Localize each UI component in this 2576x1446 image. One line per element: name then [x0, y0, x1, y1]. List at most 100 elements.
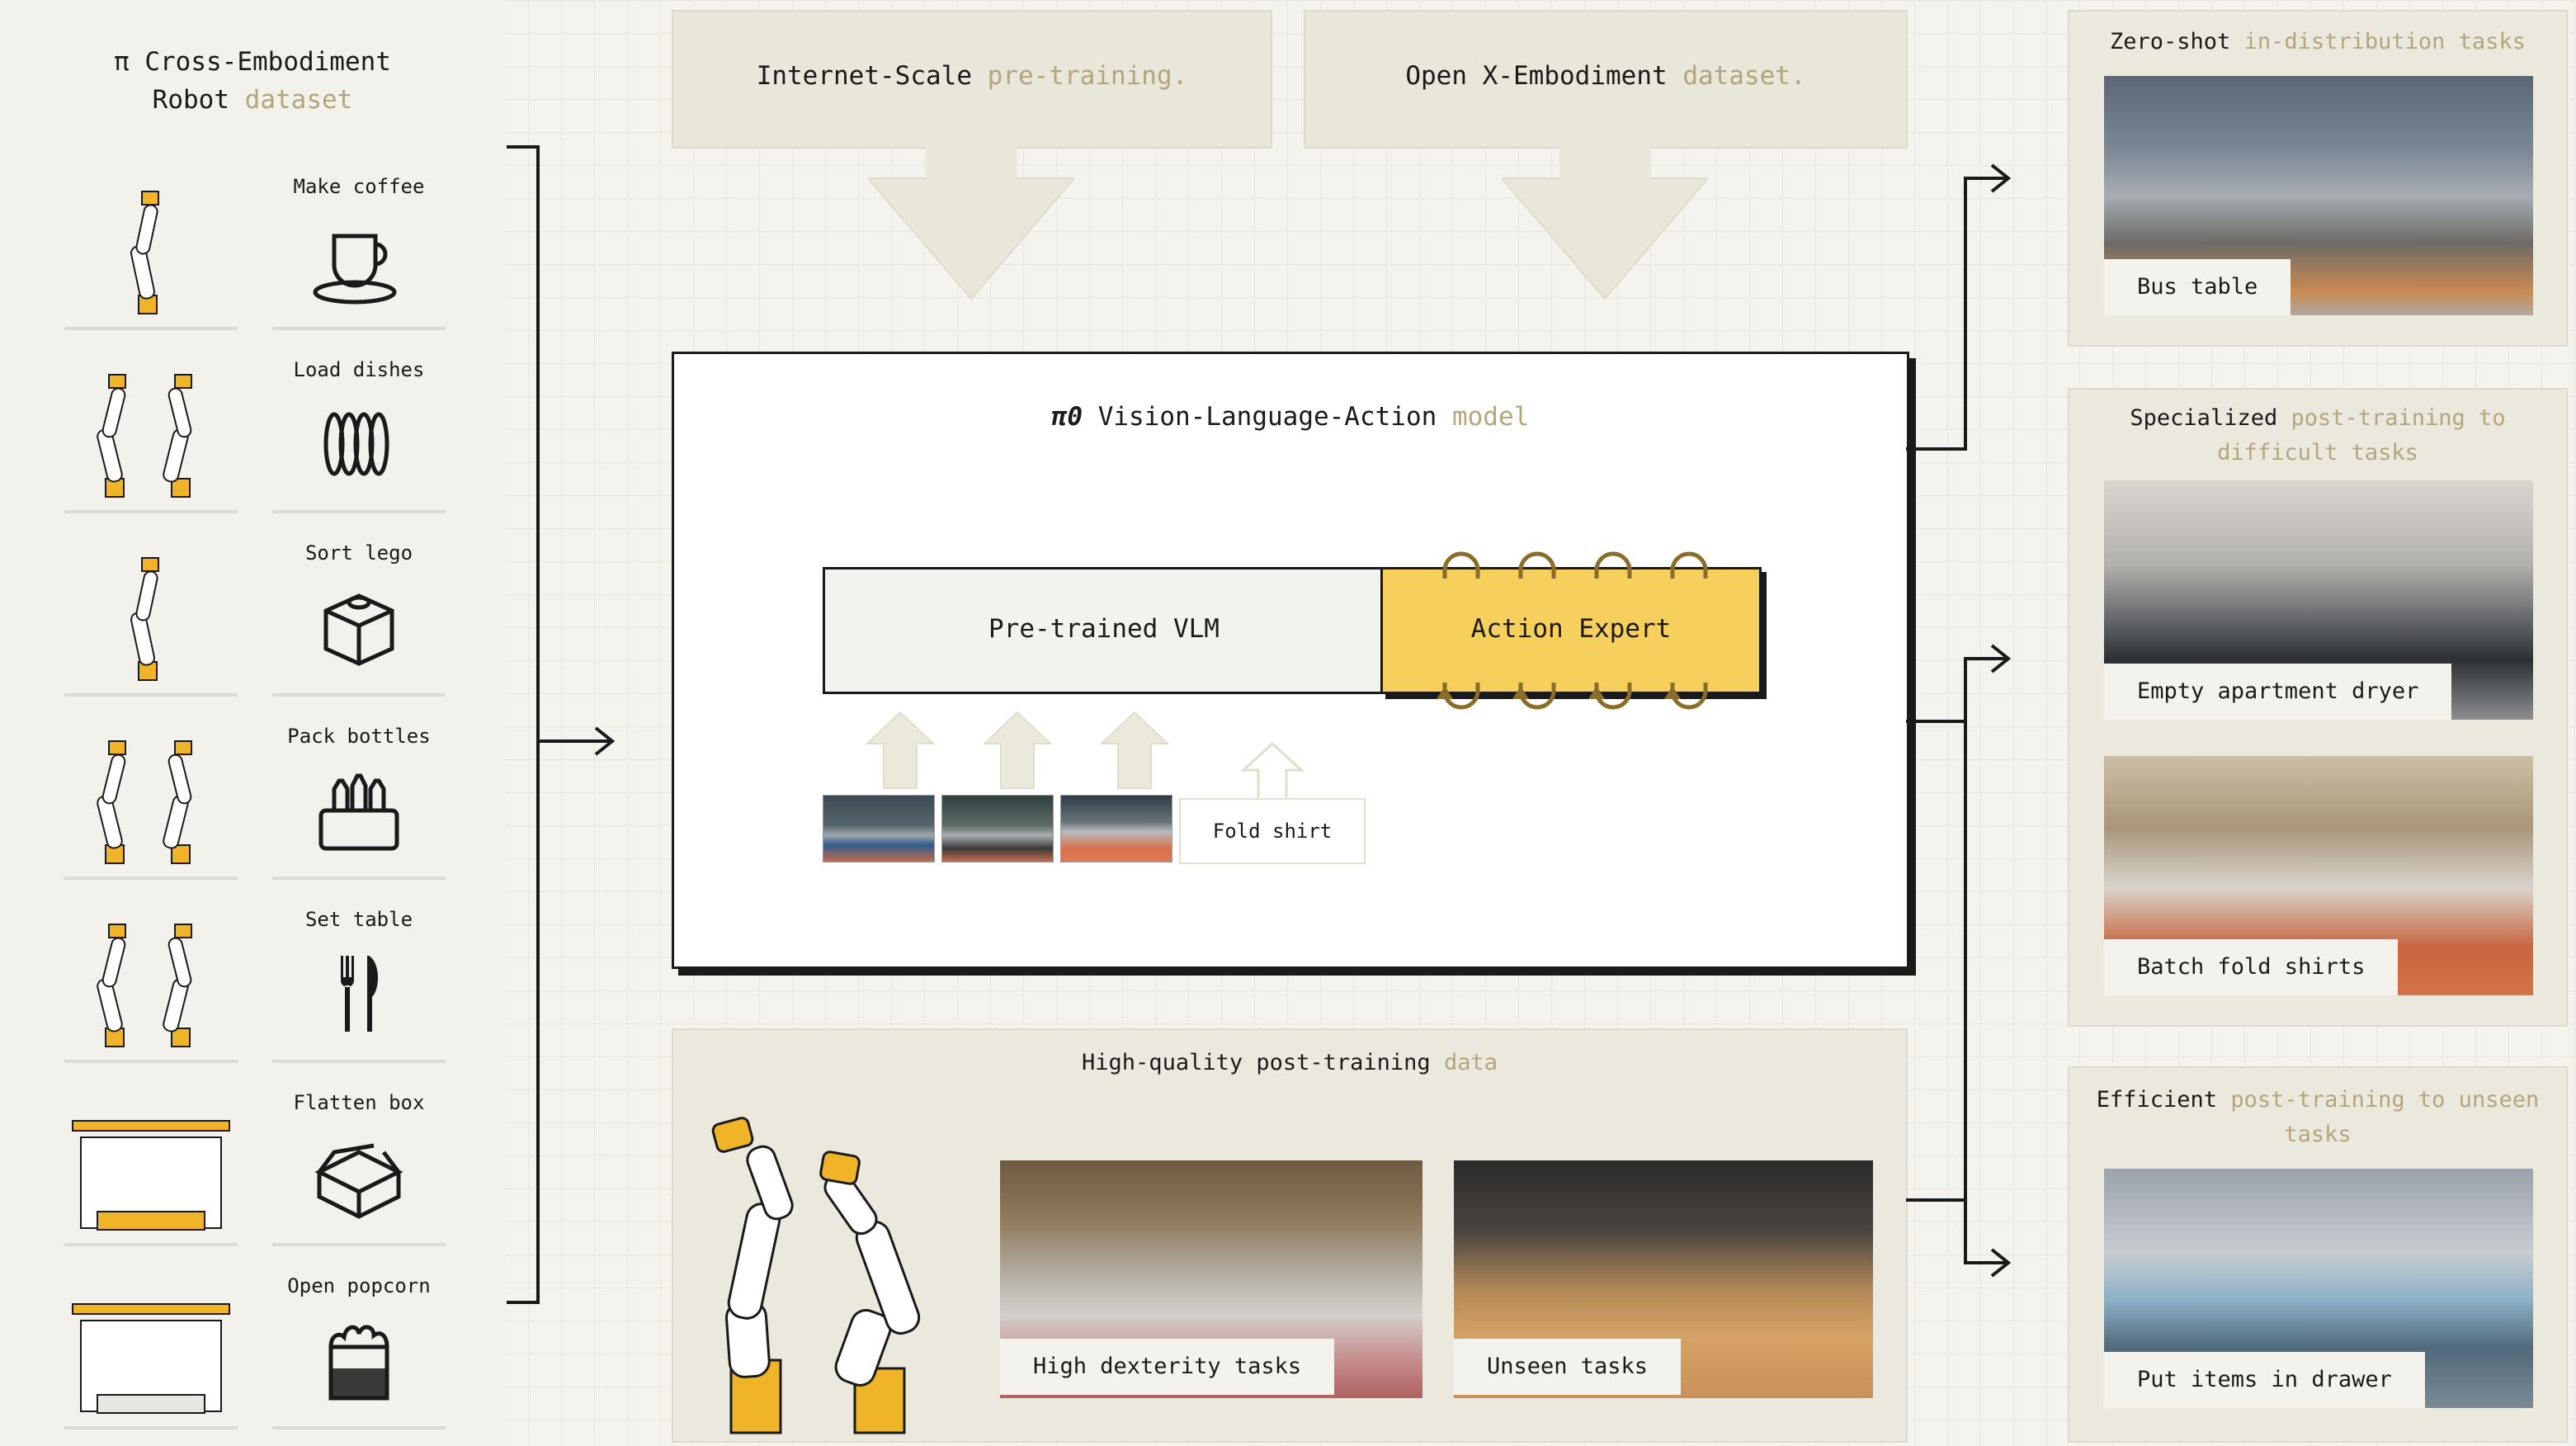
dryer-caption: Empty apartment dryer	[2104, 664, 2452, 720]
efficient-panel: Efficient post-training to unseen tasks …	[2068, 1066, 2568, 1443]
fold-shirts-caption: Batch fold shirts	[2104, 939, 2399, 995]
high-dexterity-caption: High dexterity tasks	[1000, 1339, 1335, 1395]
specialized-panel: Specialized post-training to difficult t…	[2068, 388, 2568, 1027]
task-icon-cell: Sort lego	[272, 528, 446, 697]
action-loop-arrows	[1437, 551, 1708, 710]
dryer-photo: Empty apartment dryer	[2104, 480, 2533, 720]
task-label: Open popcorn	[287, 1274, 431, 1297]
efficient-main: Efficient	[2096, 1087, 2218, 1113]
robot-arms-illustration	[711, 1117, 921, 1434]
pretrained-vlm-box: Pre-trained VLM	[823, 567, 1385, 694]
robot-cell	[64, 1261, 238, 1429]
model-title-main: Vision-Language-Action	[1097, 402, 1437, 432]
specialized-muted-1: post-training to	[2291, 405, 2506, 431]
output-branch-connectors	[1906, 163, 2012, 1278]
robot-cell	[64, 711, 238, 880]
task-icon-cell: Make coffee	[272, 162, 446, 330]
internet-down-arrow	[868, 145, 1074, 300]
robot-cell	[64, 528, 238, 697]
bottles-icon	[318, 773, 399, 851]
vla-model-box: π0 Vision-Language-Action model Pre-trai…	[672, 352, 1909, 969]
left-bracket-connector	[507, 145, 616, 1304]
robot-cell	[64, 345, 238, 513]
observation-image-3	[1060, 795, 1172, 862]
oxe-down-arrow	[1502, 145, 1708, 300]
pi-zero-symbol: π0	[1051, 402, 1083, 432]
oxe-text: Open X-Embodiment dataset.	[1305, 61, 1906, 91]
task-row: Load dishes	[64, 345, 446, 513]
cross-embodiment-title: π Cross-Embodiment Robot dataset	[0, 43, 505, 119]
action-expert-label: Action Expert	[1470, 614, 1672, 644]
observation-image-2	[941, 795, 1054, 862]
drawer-caption: Put items in drawer	[2104, 1352, 2425, 1408]
unseen-tasks-photo: Unseen tasks	[1454, 1160, 1873, 1398]
robot-arm-icon	[72, 1120, 230, 1231]
robot-arm-icon	[97, 924, 192, 1047]
robot-arm-icon	[130, 557, 159, 681]
task-icon-cell: Pack bottles	[272, 711, 446, 880]
specialized-title: Specialized post-training to difficult t…	[2069, 401, 2566, 470]
efficient-muted-1: post-training to unseen	[2230, 1087, 2540, 1113]
lego-brick-icon	[323, 593, 394, 666]
zero-shot-title: Zero-shot in-distribution tasks	[2069, 25, 2566, 59]
efficient-title: Efficient post-training to unseen tasks	[2069, 1083, 2566, 1152]
bus-table-caption: Bus table	[2104, 259, 2291, 315]
post-title-muted: data	[1443, 1050, 1498, 1075]
text-input-arrow	[1240, 742, 1305, 800]
popcorn-icon	[328, 1325, 389, 1401]
robot-cell	[64, 1078, 238, 1246]
open-x-embodiment-banner: Open X-Embodiment dataset.	[1304, 10, 1908, 149]
robot-arm-icon	[72, 1303, 230, 1414]
fold-shirts-photo: Batch fold shirts	[2104, 756, 2533, 995]
internet-scale-text: Internet-Scale pre-training.	[673, 61, 1271, 91]
post-training-data-panel: High-quality post-training data High dex…	[672, 1028, 1908, 1443]
vlm-label: Pre-trained VLM	[988, 614, 1220, 644]
zero-shot-panel: Zero-shot in-distribution tasks Bus tabl…	[2068, 10, 2568, 347]
specialized-main: Specialized	[2130, 405, 2278, 431]
task-icon-cell: Open popcorn	[272, 1261, 446, 1429]
unseen-tasks-caption: Unseen tasks	[1454, 1339, 1682, 1395]
oxe-main: Open X-Embodiment	[1405, 61, 1668, 91]
post-title-main: High-quality post-training	[1082, 1050, 1431, 1075]
high-dexterity-photo: High dexterity tasks	[1000, 1160, 1422, 1398]
task-icon-cell: Flatten box	[272, 1078, 446, 1246]
robot-arm-icon	[130, 191, 159, 314]
title-line2: Robot	[152, 85, 229, 115]
internet-scale-banner: Internet-Scale pre-training.	[672, 10, 1272, 149]
box-icon	[314, 1143, 403, 1219]
internet-muted: pre-training.	[987, 61, 1188, 91]
robot-cell	[64, 895, 238, 1063]
efficient-muted-2: tasks	[2284, 1122, 2352, 1147]
dishes-icon	[323, 412, 389, 476]
utensils-icon	[341, 956, 379, 1032]
coffee-cup-icon	[313, 234, 397, 305]
task-row: Set table	[64, 895, 446, 1063]
drawer-photo: Put items in drawer	[2104, 1169, 2533, 1408]
robot-cell	[64, 162, 238, 330]
oxe-muted: dataset.	[1682, 61, 1806, 91]
task-row: Pack bottles	[64, 711, 446, 880]
title-prefix: π Cross-Embodiment	[114, 47, 391, 77]
language-instruction-box: Fold shirt	[1179, 798, 1366, 864]
language-instruction-text: Fold shirt	[1212, 820, 1333, 843]
internet-main: Internet-Scale	[756, 61, 972, 91]
specialized-muted-2: difficult tasks	[2217, 440, 2418, 465]
task-row: Flatten box	[64, 1078, 446, 1246]
task-icon-cell: Load dishes	[272, 345, 446, 513]
action-expert-box: Action Expert	[1380, 567, 1762, 694]
model-title: π0 Vision-Language-Action model	[674, 402, 1907, 432]
task-icon-cell: Set table	[272, 895, 446, 1063]
zero-shot-main: Zero-shot	[2110, 29, 2231, 54]
zero-shot-muted: in-distribution tasks	[2243, 29, 2526, 54]
task-label: Pack bottles	[287, 725, 431, 748]
task-label: Sort lego	[304, 541, 413, 565]
robot-arm-icon	[97, 374, 192, 498]
task-label: Make coffee	[293, 175, 425, 198]
model-title-muted: model	[1451, 402, 1530, 432]
task-label: Set table	[304, 908, 413, 931]
observation-image-1	[823, 795, 935, 862]
task-row: Make coffee	[64, 162, 446, 330]
bus-table-photo: Bus table	[2104, 76, 2533, 315]
image-input-arrows	[865, 711, 1170, 789]
title-muted: dataset	[244, 85, 353, 115]
